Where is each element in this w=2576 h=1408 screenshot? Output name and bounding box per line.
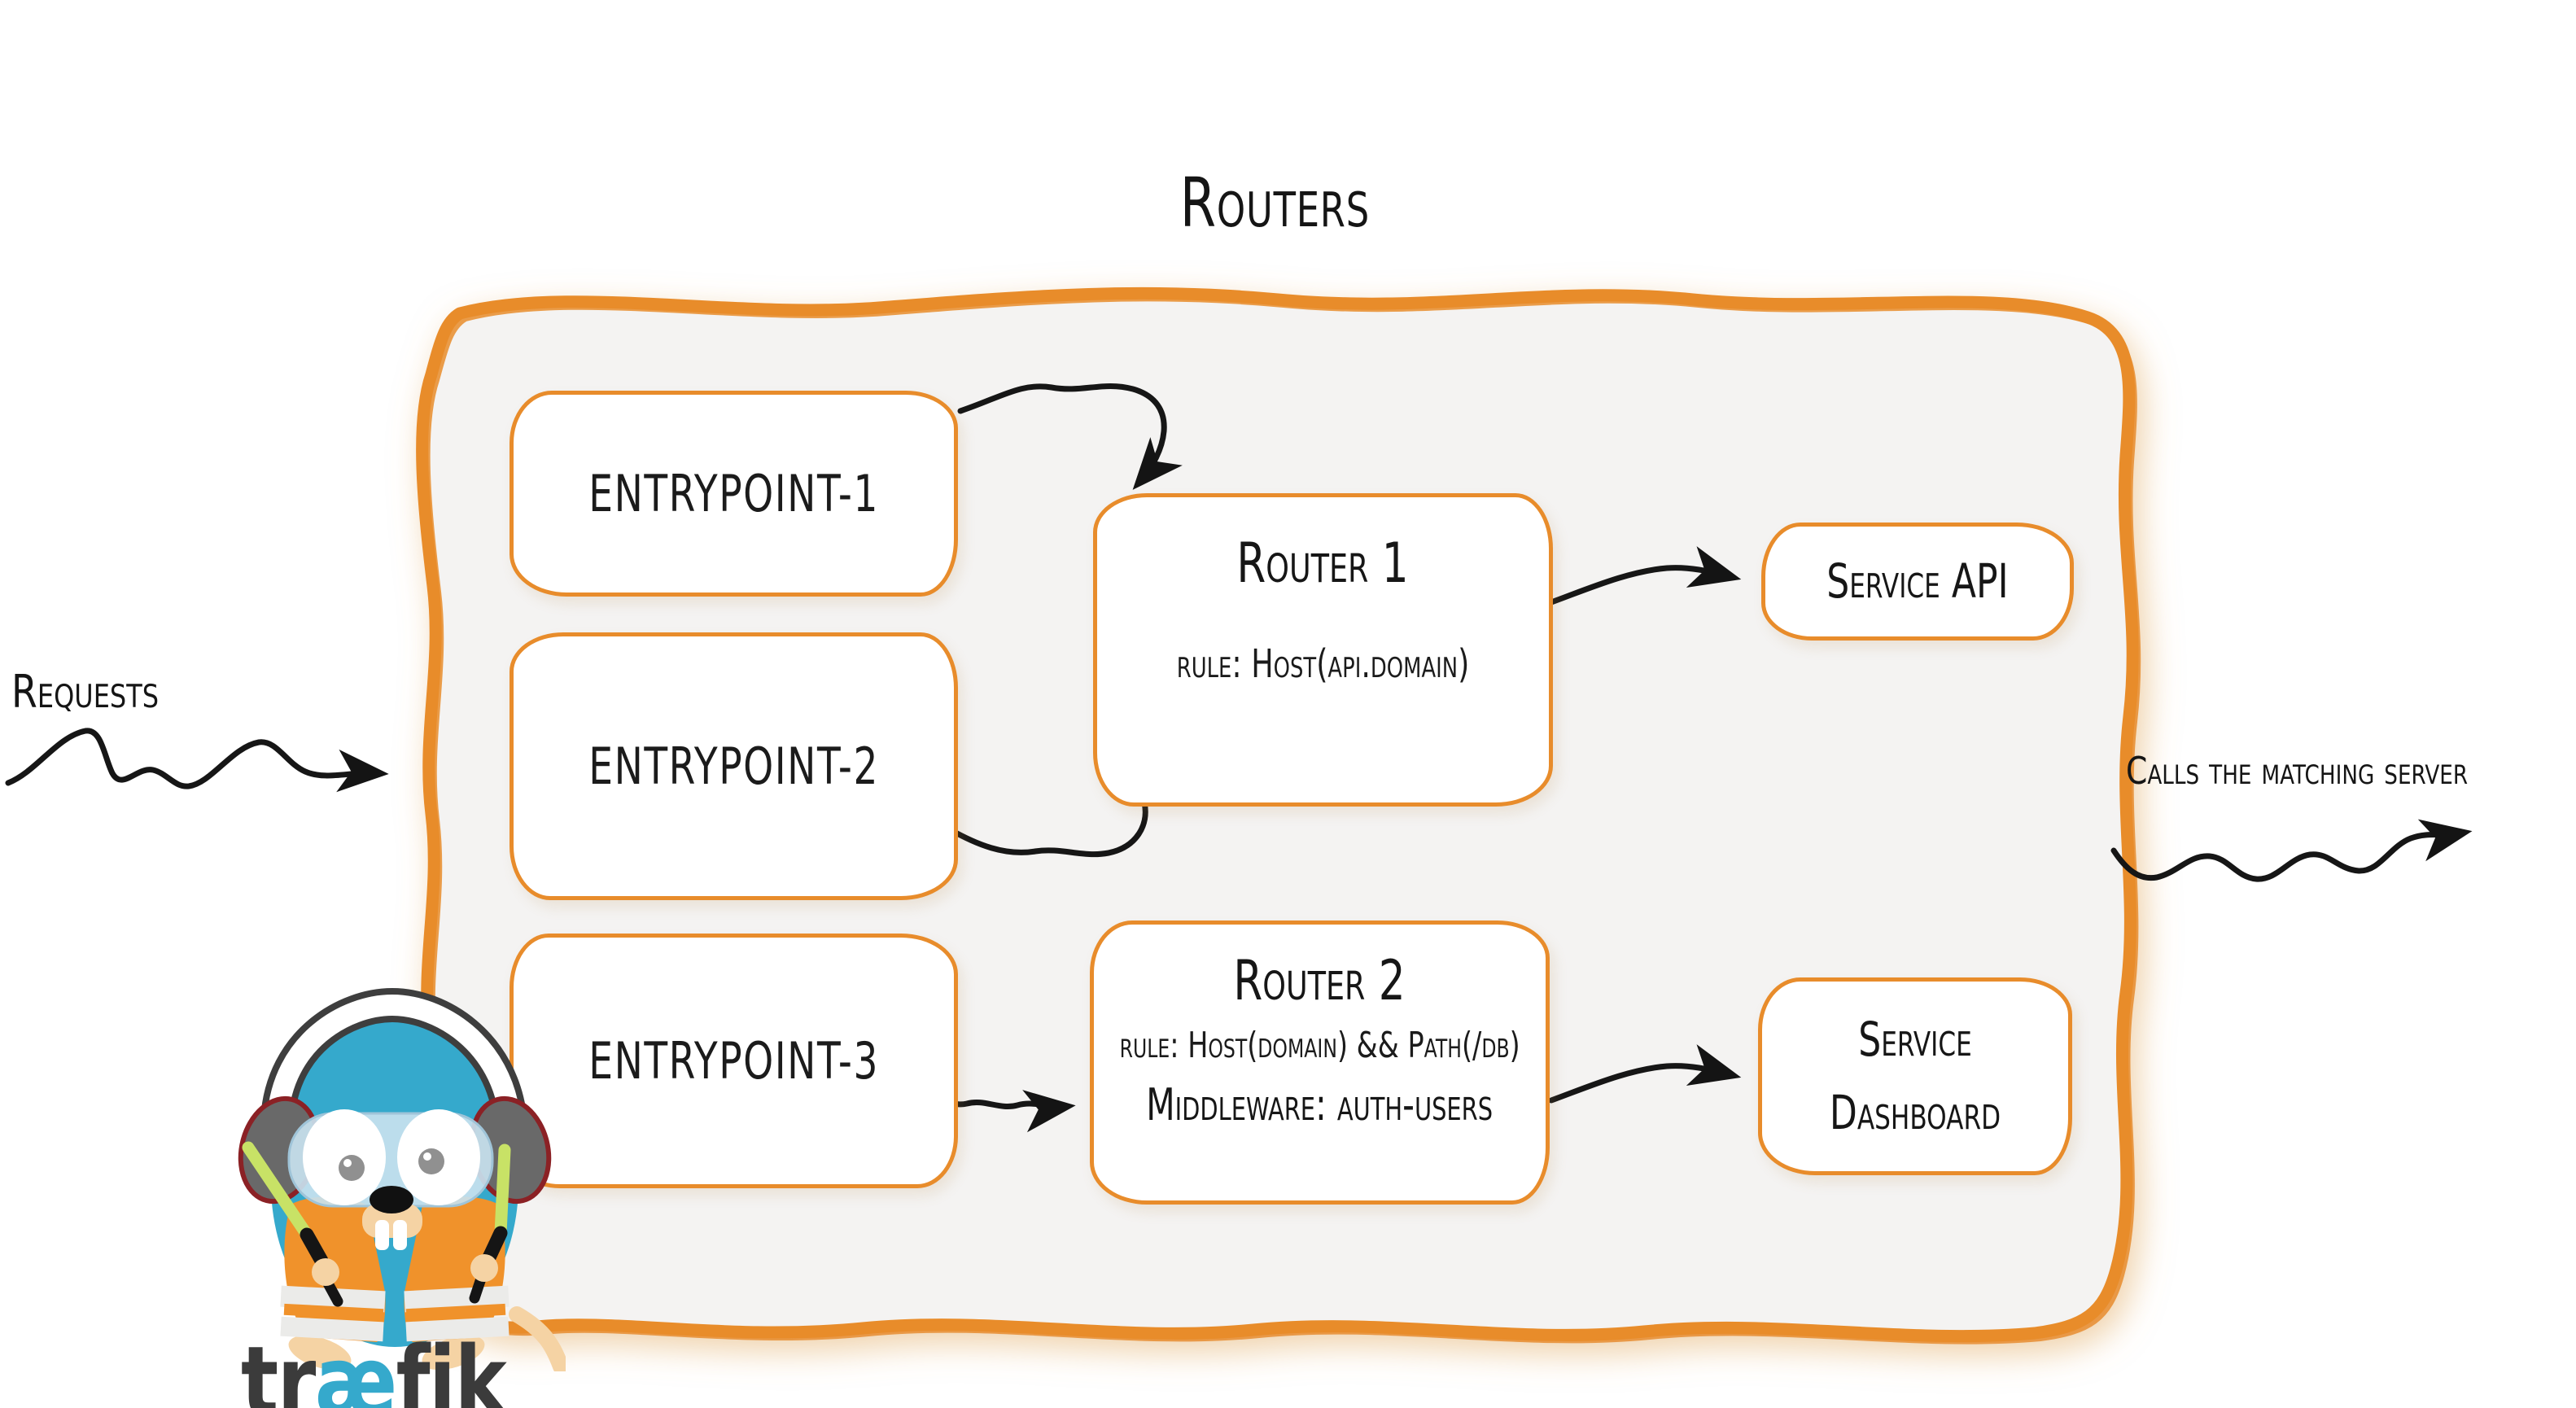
router-1-box: Router 1 rule: Host(api.domain) (1093, 493, 1553, 807)
service-dashboard-box: Service Dashboard (1758, 977, 2072, 1175)
wordmark-tr: tr (241, 1325, 316, 1408)
entrypoint-1-label: entrypoint-1 (588, 464, 879, 523)
service-api-box: Service API (1761, 523, 2074, 641)
wordmark-fik: fik (396, 1325, 506, 1408)
calls-annotation-text: Calls the matching server (2126, 749, 2469, 793)
entrypoint-2-label: entrypoint-2 (588, 737, 879, 796)
entrypoint-1-box: entrypoint-1 (510, 391, 958, 597)
requests-annotation: Requests (11, 666, 191, 719)
gopher-hands (312, 1254, 498, 1286)
router2-to-service-dashboard-arrow (1548, 1044, 1742, 1104)
gopher-feet (288, 1335, 485, 1371)
router-2-rule: rule: Host(domain) && Path(/db) (1119, 1025, 1520, 1066)
service-dashboard-label: Service Dashboard (1829, 1011, 2001, 1140)
calls-annotation: Calls the matching server (2126, 749, 2543, 793)
gopher-safety-vest (280, 1196, 510, 1342)
router1-to-service-api-arrow (1548, 546, 1742, 606)
router-1-rule: rule: Host(api.domain) (1176, 641, 1470, 687)
requests-arrow (5, 728, 389, 793)
calls-matching-server-arrow (2110, 819, 2473, 882)
page-title-text: Routers (1179, 163, 1370, 243)
entrypoint-2-box: entrypoint-2 (510, 632, 958, 900)
gopher-tail (509, 1306, 566, 1371)
entrypoint-3-label: entrypoint-3 (588, 1031, 879, 1091)
requests-annotation-text: Requests (11, 666, 160, 719)
router-2-middleware: Middleware: auth-users (1146, 1079, 1494, 1130)
traefik-wordmark-text: træfik (241, 1325, 507, 1408)
service-api-label: Service API (1826, 553, 2009, 609)
entrypoint1-to-router1-arrow (957, 383, 1183, 490)
page-title: Routers (1030, 163, 1519, 243)
traefik-gopher-mascot (238, 987, 566, 1371)
entrypoint-3-box: entrypoint-3 (510, 934, 958, 1188)
wordmark-ae: æ (314, 1325, 397, 1408)
gopher-light-sticks (242, 1141, 511, 1307)
gopher-snout (362, 1186, 422, 1250)
router-2-title: Router 2 (1233, 949, 1406, 1013)
router-2-box: Router 2 rule: Host(domain) && Path(/db)… (1090, 920, 1550, 1205)
router-1-title: Router 1 (1236, 531, 1410, 596)
traefik-wordmark: træfik (241, 1325, 564, 1408)
